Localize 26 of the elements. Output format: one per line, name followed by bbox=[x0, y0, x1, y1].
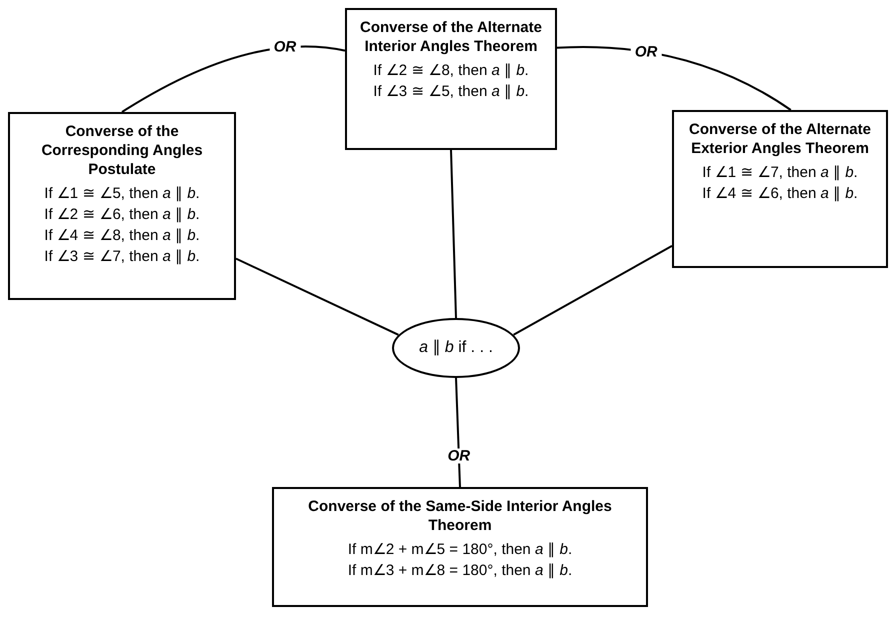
theorem-heading: Converse of the Same-Side Interior Angles Theorem bbox=[307, 497, 613, 535]
condition-text: a ∥ b if . . . bbox=[419, 338, 493, 358]
connector-line bbox=[450, 150, 457, 318]
theorem-heading: Converse of the Alternate Exterior Angles Theorem bbox=[688, 120, 872, 158]
theorem-box bbox=[672, 110, 888, 268]
condition-text: If ∠1 ≅ ∠7, then a ∥ b. bbox=[702, 163, 858, 183]
connector-line bbox=[556, 46, 792, 111]
condition-text: If ∠3 ≅ ∠7, then a ∥ b. bbox=[44, 247, 200, 267]
theorem-box bbox=[8, 112, 236, 300]
condition-text: If ∠1 ≅ ∠5, then a ∥ b. bbox=[44, 184, 200, 204]
connector-line bbox=[455, 378, 461, 488]
connector-line bbox=[236, 258, 399, 336]
edge-label: OR bbox=[270, 40, 300, 55]
condition-text: If ∠2 ≅ ∠8, then a ∥ b. bbox=[373, 61, 529, 81]
theorem-box bbox=[272, 487, 648, 607]
condition-text: If m∠3 + m∠8 = 180°, then a ∥ b. bbox=[348, 561, 572, 581]
theorem-heading: Converse of the Corresponding Angles Postulate bbox=[40, 122, 204, 179]
theorem-heading: Converse of the Alternate Interior Angles Theorem bbox=[359, 18, 543, 56]
condition-text: If ∠2 ≅ ∠6, then a ∥ b. bbox=[44, 205, 200, 225]
condition-text: If ∠4 ≅ ∠6, then a ∥ b. bbox=[702, 184, 858, 204]
edge-label: OR bbox=[630, 44, 662, 60]
connector-line bbox=[513, 245, 672, 336]
condition-text: If ∠3 ≅ ∠5, then a ∥ b. bbox=[373, 82, 529, 102]
condition-text: If ∠4 ≅ ∠8, then a ∥ b. bbox=[44, 226, 200, 246]
theorem-box bbox=[345, 8, 557, 150]
condition-text: If m∠2 + m∠5 = 180°, then a ∥ b. bbox=[348, 540, 572, 560]
